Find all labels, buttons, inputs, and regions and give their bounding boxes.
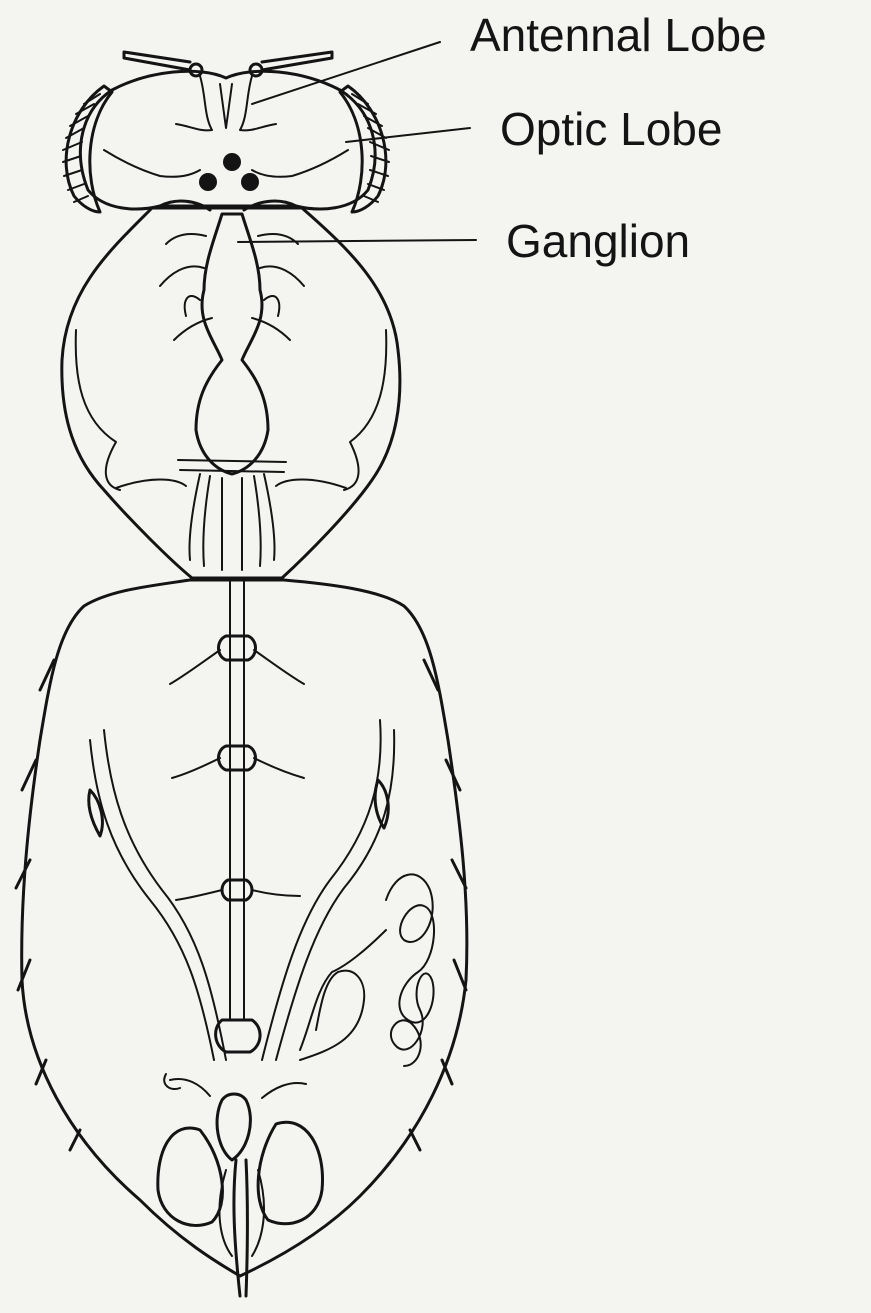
abdominal-ganglion-2 [219,746,256,770]
label-optic-lobe: Optic Lobe [500,106,722,152]
antenna-right [262,52,332,70]
organ-left-lobe [158,1128,223,1225]
leader-optic-lobe [346,128,470,142]
thorax [62,208,400,578]
abdomen [16,580,467,1296]
accessory-sac [300,971,364,1060]
ganglion-branch-lower [178,460,286,472]
antennal-lobe-right [240,76,276,130]
head [63,52,389,212]
thoracic-ganglion [196,214,268,474]
organ-center [217,1094,250,1160]
thorax-outline [62,208,400,578]
ocellus-right [241,173,259,191]
optic-lobe-right-boundary [252,150,348,177]
eye-right [340,86,386,212]
abdomen-spines-left [16,660,80,1150]
thorax-plate-right [276,480,346,489]
midline-brain [220,84,232,128]
organ-right-lobe [258,1122,322,1224]
leader-ganglion [238,240,476,242]
coiled-gland [386,874,434,1066]
ganglion-branch-mid-left [174,296,212,340]
thorax-plate-left [116,480,186,489]
ocellus-left [199,173,217,191]
head-capsule [80,71,375,209]
gland-duct [300,930,386,1050]
optic-lobe-left-boundary [104,150,200,177]
antennal-lobe-left [176,76,212,130]
ganglion-branch-mid-right [252,296,290,340]
leg-nerves [189,474,274,570]
abdominal-ganglion-1 [219,636,256,660]
abdominal-branches-1 [170,650,304,684]
ganglion-branch-upper-left [160,234,206,286]
thorax-inner-left [76,330,120,490]
abdominal-branches-2 [172,758,304,778]
antenna-left [124,52,190,70]
ventral-nerve-cord [230,580,244,1020]
label-antennal-lobe: Antennal Lobe [470,12,767,58]
abdominal-ganglion-3 [222,880,252,900]
label-ganglion: Ganglion [506,218,690,264]
terminal-ganglion [216,1020,260,1052]
ocellus-center [223,153,241,171]
